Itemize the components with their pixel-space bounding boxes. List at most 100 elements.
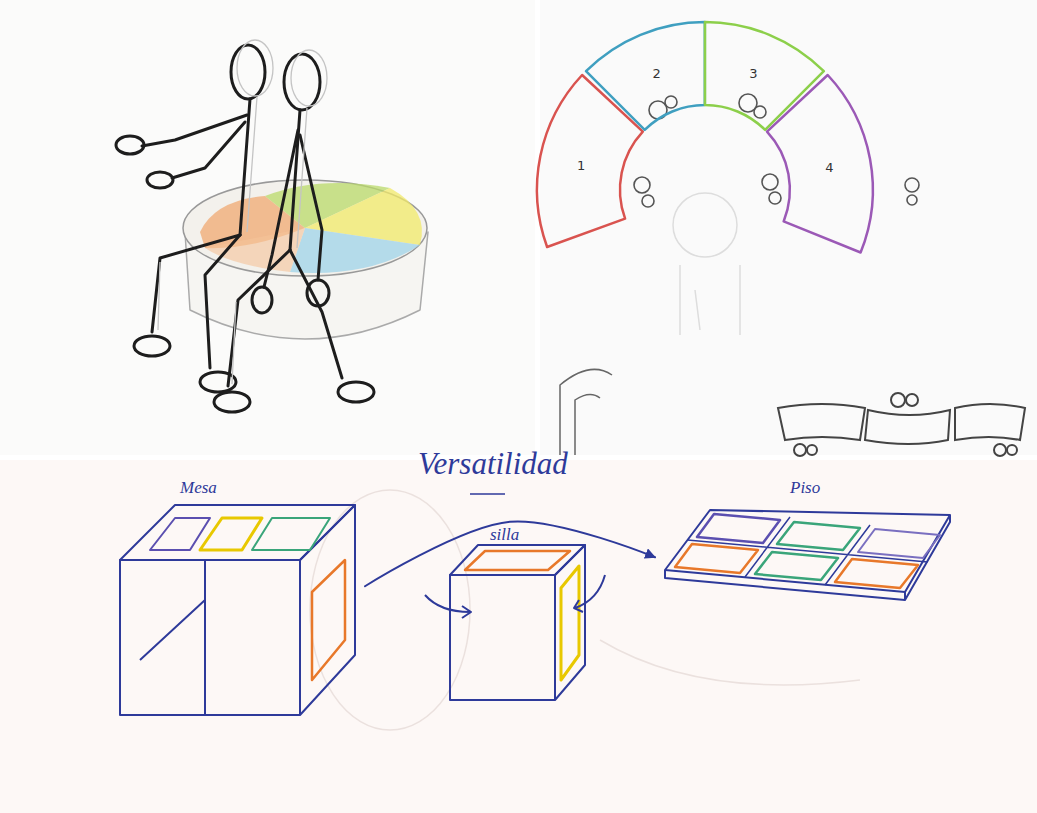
floor-panels (777, 522, 860, 550)
mini-bench-row (1007, 445, 1017, 455)
stick-figures (147, 172, 173, 188)
chair-box (425, 595, 471, 618)
mini-bench-row (778, 393, 1025, 456)
item-label: silla (490, 525, 519, 545)
floor-panels (675, 544, 758, 573)
faint-person (673, 193, 737, 257)
stick-figures (116, 136, 144, 154)
arc-segment-outline (767, 75, 873, 253)
chair-box (425, 545, 605, 700)
person-heads (665, 96, 677, 108)
person-heads (642, 195, 654, 207)
stick-figures (142, 115, 247, 146)
segment-number: 3 (749, 66, 757, 81)
pencil-ghost (237, 40, 273, 96)
panel-background (540, 0, 1037, 455)
arc-segment-outline (586, 22, 705, 130)
arc-segment-outline (702, 19, 827, 133)
furniture-sketch: Piso (655, 478, 960, 606)
floor-panels (665, 510, 950, 592)
pencil-scribble (560, 369, 612, 455)
mini-bench-row (778, 404, 865, 440)
floor-panels (755, 552, 838, 580)
title-underline (470, 493, 505, 495)
mini-bench-row (906, 394, 918, 406)
person-heads (905, 178, 919, 192)
chair-box (465, 551, 570, 570)
arc-segment-outline (534, 72, 646, 250)
table-box (200, 518, 262, 550)
round-seat (183, 180, 427, 276)
mini-bench-row (865, 410, 950, 444)
stick-figures (284, 54, 320, 110)
table-box (150, 518, 210, 550)
table-box (120, 505, 355, 715)
segment-number: 1 (577, 157, 585, 172)
table-box (300, 505, 355, 715)
mini-bench-row (807, 445, 817, 455)
floor-panels (697, 514, 780, 543)
stick-figures (228, 250, 290, 386)
floor-panels (665, 510, 950, 600)
faint-person (680, 265, 740, 335)
segment-number: 4 (825, 159, 833, 174)
pencil-ghost (158, 97, 307, 384)
chair-box (450, 575, 555, 700)
stick-figures (252, 287, 272, 313)
title-underline (470, 493, 505, 495)
pencil-ghost (158, 40, 327, 384)
curved-arrow (365, 521, 655, 586)
table-box (120, 560, 300, 715)
chair-box (574, 575, 605, 612)
floor-panels (835, 559, 918, 588)
person-heads (907, 195, 917, 205)
stick-figures (116, 45, 374, 412)
person-heads (754, 106, 766, 118)
stick-figures (172, 122, 245, 178)
item-label: Mesa (180, 478, 217, 498)
arc-segment: 1 (534, 72, 646, 250)
erased-ghost (600, 640, 860, 685)
segment-number: 2 (652, 66, 660, 81)
arc-segment: 4 (764, 72, 876, 256)
sketch-title: Versatilidad (418, 446, 568, 482)
person-heads (762, 174, 778, 190)
table-box (120, 505, 355, 560)
arc-segment-outline (583, 19, 708, 133)
table-box (252, 518, 330, 550)
stick-figures (205, 235, 240, 368)
stick-figures (214, 392, 250, 412)
stick-figures (338, 382, 374, 402)
mini-bench-row (794, 444, 806, 456)
faint-person (673, 193, 740, 335)
stick-figures (231, 45, 265, 99)
table-box (312, 560, 345, 680)
person-heads (634, 177, 650, 193)
furniture-sketch: Mesa (110, 478, 365, 720)
mini-bench-row (955, 404, 1025, 440)
person-heads (769, 192, 781, 204)
pencil-scribble (575, 394, 600, 455)
stick-figures (290, 250, 342, 378)
arc-segment-outline (764, 72, 876, 256)
arc-segment: 3 (702, 19, 827, 133)
panel-background (0, 460, 1037, 813)
chair-box (561, 566, 579, 680)
arc-segment-outline (705, 22, 824, 130)
floor-panels (665, 515, 950, 600)
chair-box (450, 545, 585, 575)
furniture-sketch: silla (440, 525, 590, 707)
pencil-scribble (560, 369, 612, 455)
table-box (140, 560, 205, 715)
floor-panels (688, 517, 928, 585)
arc-segment: 2 (583, 19, 708, 133)
chair-box (555, 545, 585, 700)
mini-bench-row (994, 444, 1006, 456)
pencil-ghost (291, 50, 327, 106)
mini-bench-row (891, 393, 905, 407)
floor-panels (858, 529, 940, 558)
